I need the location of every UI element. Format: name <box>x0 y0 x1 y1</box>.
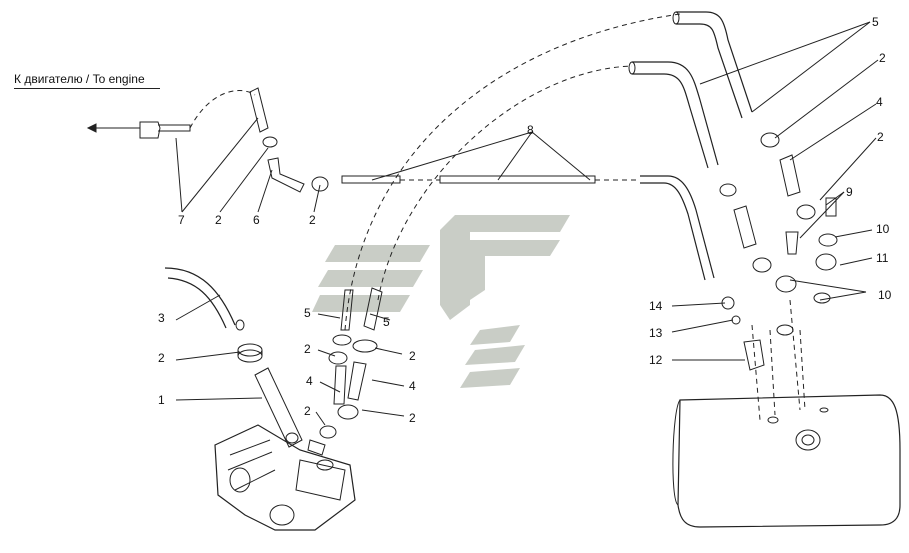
callout-9: 9 <box>846 185 853 199</box>
callout-13: 13 <box>649 326 663 340</box>
callout-2-c: 2 <box>215 213 222 227</box>
callout-1: 1 <box>158 393 165 407</box>
watermark-logo <box>312 215 570 388</box>
callout-2-b: 2 <box>877 130 884 144</box>
diagram-title: К двигателю / To engine <box>14 72 145 86</box>
callout-12: 12 <box>649 353 663 367</box>
callout-2-e: 2 <box>158 351 165 365</box>
callout-2-g: 2 <box>409 349 416 363</box>
callout-14: 14 <box>649 299 663 313</box>
callout-8: 8 <box>527 123 534 137</box>
callout-7: 7 <box>178 213 185 227</box>
callout-4-a: 4 <box>876 95 883 109</box>
callout-2-d: 2 <box>309 213 316 227</box>
callout-2-f: 2 <box>304 342 311 356</box>
callout-4-c: 4 <box>409 379 416 393</box>
callout-2-a: 2 <box>879 51 886 65</box>
callout-5-top: 5 <box>872 15 879 29</box>
drawing-lines <box>86 11 901 531</box>
callout-2-h: 2 <box>304 404 311 418</box>
callout-10-b: 10 <box>878 288 892 302</box>
callout-4-b: 4 <box>306 374 313 388</box>
callout-3: 3 <box>158 311 165 325</box>
callout-2-i: 2 <box>409 411 416 425</box>
callout-labels: 5 2 4 2 9 10 11 10 8 7 2 6 2 3 2 1 5 5 2… <box>158 15 892 425</box>
title-underline <box>14 88 160 89</box>
callout-6: 6 <box>253 213 260 227</box>
callout-10-a: 10 <box>876 222 890 236</box>
callout-5-left: 5 <box>304 306 311 320</box>
callout-5-mid: 5 <box>383 315 390 329</box>
callout-11: 11 <box>876 251 889 265</box>
